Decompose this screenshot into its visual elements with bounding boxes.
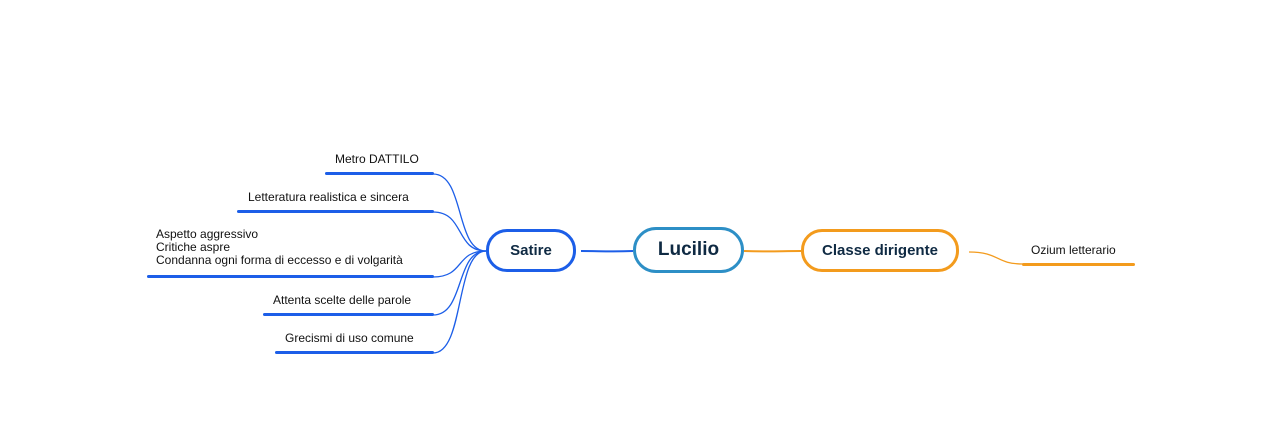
connector-satire-leaf-3 xyxy=(432,250,487,278)
connector-satire-leaf-2 xyxy=(432,211,487,252)
connector-satire-leaf-1 xyxy=(432,173,487,252)
leaf-underline xyxy=(147,275,434,278)
branch-node-classe-label: Classe dirigente xyxy=(822,242,938,259)
leaf-aspetto-aggressivo[interactable]: Aspetto aggressivo Critiche aspre Condan… xyxy=(156,228,403,267)
leaf-grecismi[interactable]: Grecismi di uso comune xyxy=(285,332,414,345)
leaf-underline xyxy=(263,313,434,316)
connector-classe-leaf-1 xyxy=(968,251,1024,265)
leaf-metro-dattilo[interactable]: Metro DATTILO xyxy=(335,153,419,166)
leaf-text: Grecismi di uso comune xyxy=(285,331,414,345)
leaf-text: Attenta scelte delle parole xyxy=(273,293,412,307)
leaf-underline xyxy=(275,351,434,354)
leaf-underline xyxy=(325,172,434,175)
leaf-underline xyxy=(237,210,434,213)
leaf-text: Ozium letterario xyxy=(1031,243,1116,257)
leaf-text: Letteratura realistica e sincera xyxy=(248,190,409,204)
branch-node-satire[interactable]: Satire xyxy=(486,229,576,272)
leaf-text-line-1: Aspetto aggressivo xyxy=(156,227,259,241)
branch-node-satire-label: Satire xyxy=(510,242,552,259)
leaf-ozium-letterario[interactable]: Ozium letterario xyxy=(1031,244,1116,257)
leaf-attenta-scelte[interactable]: Attenta scelte delle parole xyxy=(273,294,411,307)
leaf-text: Metro DATTILO xyxy=(335,152,419,166)
root-node-label: Lucilio xyxy=(657,239,720,260)
leaf-text-line-3: Condanna ogni forma di eccesso e di volg… xyxy=(156,253,403,267)
connector-satire-leaf-4 xyxy=(432,250,487,316)
connector-satire-leaf-5 xyxy=(432,250,487,354)
leaf-text-line-2: Critiche aspre xyxy=(156,240,231,254)
leaf-letteratura[interactable]: Letteratura realistica e sincera xyxy=(248,191,409,204)
leaf-underline xyxy=(1022,263,1135,266)
branch-node-classe-dirigente[interactable]: Classe dirigente xyxy=(801,229,959,272)
root-node[interactable]: Lucilio xyxy=(633,227,744,273)
